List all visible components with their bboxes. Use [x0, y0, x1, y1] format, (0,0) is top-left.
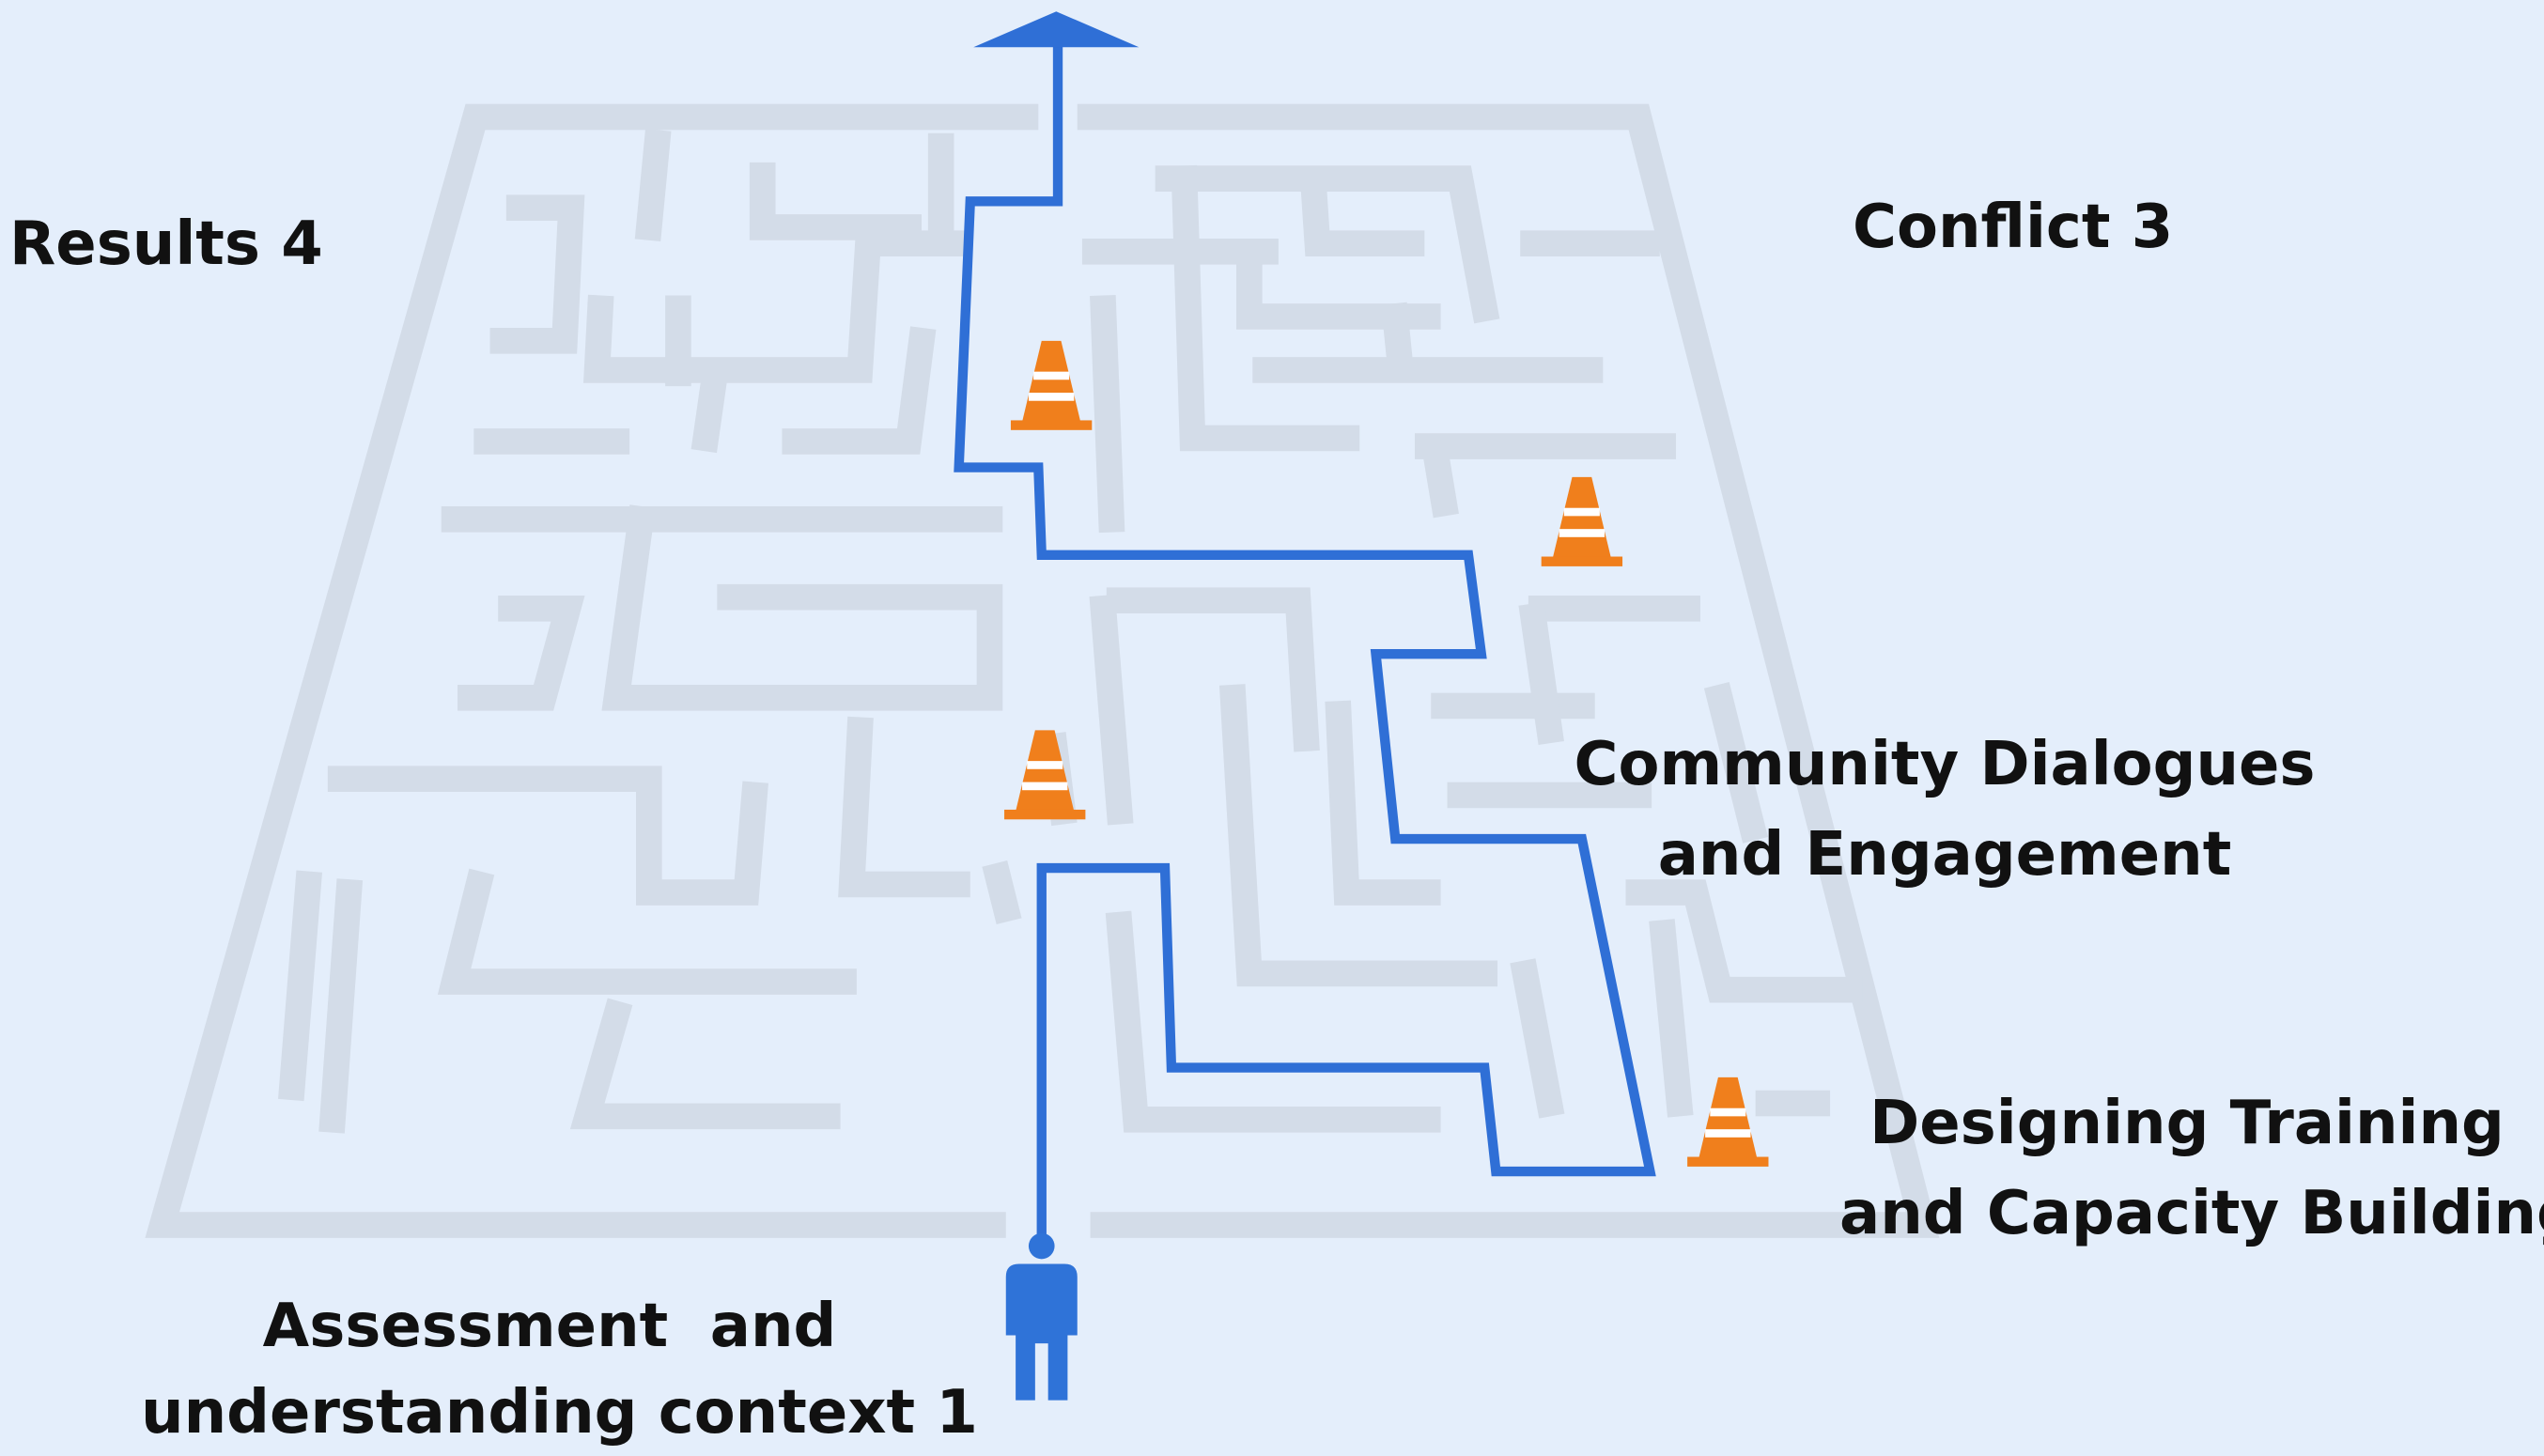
step2-line2: and Capacity Building [1839, 1179, 2544, 1248]
conflict-label-text: Conflict 3 [1853, 193, 2174, 262]
step2-label: Designing Training and Capacity Building [1839, 1078, 2544, 1259]
step3-line1: Community Dialogues [1574, 730, 2316, 799]
traffic-cone-icon [1004, 730, 1086, 820]
traffic-cone-icon [1687, 1077, 1769, 1167]
arrow-up-icon [973, 11, 1140, 48]
step1-label: Assessment and understanding context 1 [141, 1283, 978, 1456]
maze-walls [145, 103, 1940, 1238]
person-icon [1005, 1232, 1078, 1401]
conflict-label: Conflict 3 [1853, 182, 2173, 272]
step2-line1: Designing Training [1869, 1089, 2505, 1158]
traffic-cone-icon [1010, 340, 1093, 430]
step1-line1: Assessment and [262, 1292, 837, 1361]
step3-label: Community Dialogues and Engagement [1559, 720, 2330, 900]
results-label: Results 4 [9, 199, 323, 289]
solution-path [954, 45, 1656, 1242]
step3-line2: and Engagement [1657, 820, 2232, 890]
step1-line2: understanding context 1 [141, 1378, 978, 1448]
results-label-text: Results 4 [9, 209, 323, 279]
traffic-cone-icon [1541, 476, 1623, 566]
